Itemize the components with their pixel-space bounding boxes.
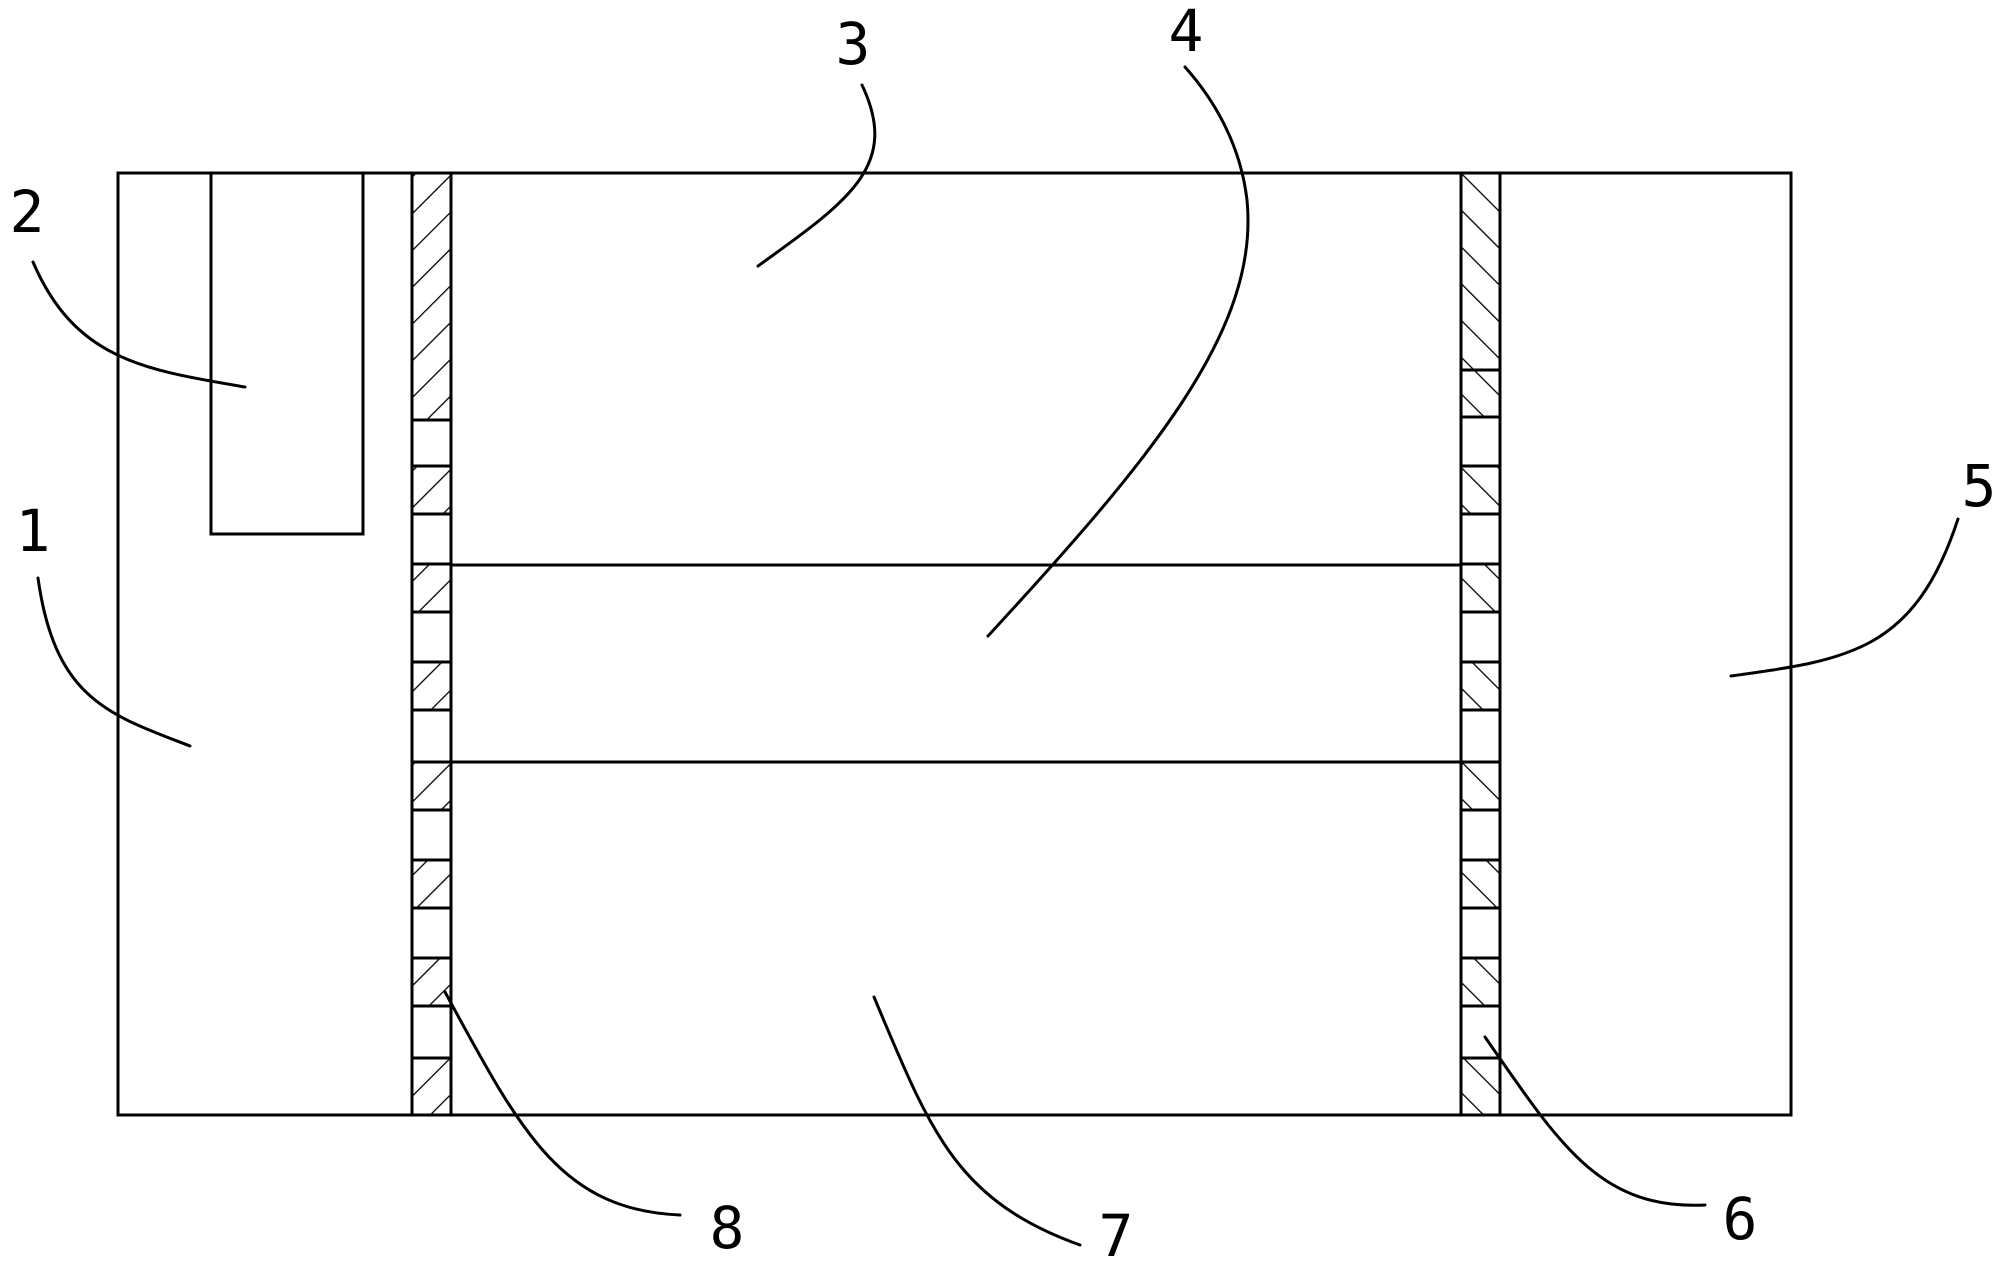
callout-label-7: 7 (1099, 1202, 1134, 1267)
outer-housing (116, 171, 1793, 1117)
callout-label-6: 6 (1723, 1185, 1758, 1253)
callout-label-4: 4 (1169, 0, 1204, 65)
leader-line-6 (1483, 1035, 1707, 1207)
left-partition (410, 173, 453, 1115)
callout-label-5: 5 (1962, 452, 1997, 520)
leader-line-4 (986, 65, 1250, 638)
callout-label-1: 1 (16, 497, 51, 565)
leader-line-2 (31, 260, 247, 389)
right-partition (1459, 173, 1502, 1115)
leader-line-3 (756, 83, 877, 268)
callout-label-2: 2 (10, 178, 45, 246)
leader-line-8 (443, 990, 682, 1217)
callout-label-3: 3 (836, 10, 871, 78)
leader-line-5 (1729, 517, 1960, 678)
leader-line-1 (36, 576, 192, 748)
leader-line-7 (872, 995, 1082, 1247)
callout-label-8: 8 (710, 1194, 745, 1262)
part-2-block (209, 171, 365, 536)
